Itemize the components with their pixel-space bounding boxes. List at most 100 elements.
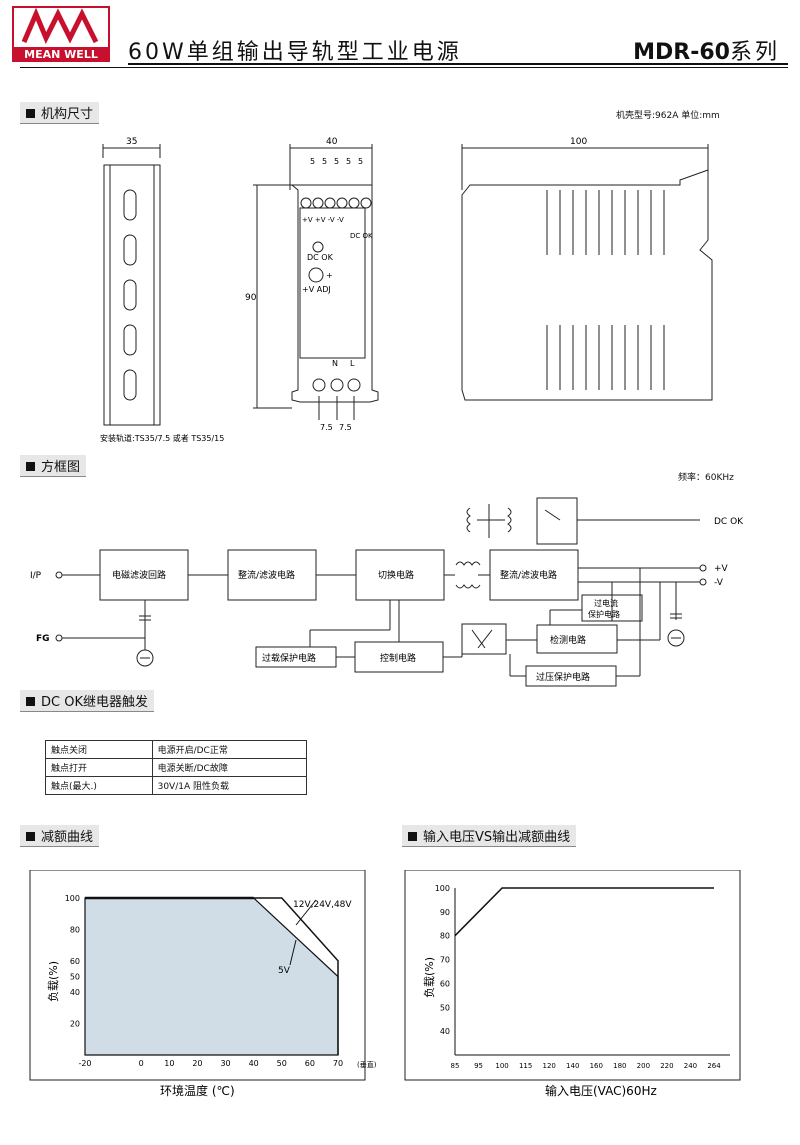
derating-ytick: 50: [70, 973, 80, 982]
control-block: 控制电路: [380, 652, 416, 664]
dim-5-d: 5: [346, 157, 351, 166]
derating-xtick: 60: [305, 1059, 315, 1068]
dim-90: 90: [245, 293, 257, 303]
dim-5-e: 5: [358, 157, 363, 166]
ip-label: I/P: [30, 571, 42, 581]
series-label-lo: 5V: [278, 966, 291, 976]
input-xtick: 220: [660, 1062, 673, 1070]
case-info: 机壳型号:962A 单位:mm: [616, 111, 720, 121]
table-cell: 触点关闭: [45, 740, 153, 759]
header-rule-thin: [20, 67, 788, 68]
vadj-label: +V ADJ: [302, 285, 331, 294]
input-ytick: 80: [440, 932, 450, 941]
input-ytick: 60: [440, 979, 450, 988]
input-xlabel: 输入电压(VAC)60Hz: [545, 1083, 657, 1098]
emi-filter-block: 电磁滤波回路: [112, 569, 166, 581]
dim-5-c: 5: [334, 157, 339, 166]
derating-ytick: 20: [70, 1020, 80, 1029]
derating-xtick: 50: [277, 1059, 287, 1068]
brand-name: MEAN WELL: [12, 47, 110, 62]
model-title: MDR-60系列: [633, 40, 780, 65]
vminus-label: -V: [714, 578, 724, 588]
derating-ytick: 100: [65, 894, 80, 903]
dim-7-5-a: 7.5: [320, 423, 333, 432]
dim-5-a: 5: [310, 157, 315, 166]
input-ytick: 90: [440, 908, 450, 917]
derating-xtick: 40: [249, 1059, 259, 1068]
dcok-led-label: DC OK: [307, 253, 334, 262]
label-leader-hi: [295, 899, 317, 926]
derating-ytick: 80: [70, 925, 80, 934]
ovp-block: 过压保护电路: [536, 671, 590, 683]
table-row: 触点(最大.)30V/1A 阻性负载: [45, 776, 308, 795]
table-cell: 触点打开: [45, 758, 153, 777]
input-xtick: 200: [637, 1062, 650, 1070]
rail-note: 安装轨道:TS35/7.5 或者 TS35/15: [100, 433, 224, 443]
dim-40: 40: [326, 137, 338, 147]
derating-xtick: -20: [78, 1059, 91, 1068]
dcok-relay-label: DC OK: [350, 232, 373, 240]
input-ytick: 70: [440, 956, 450, 965]
derating-xtick: 20: [192, 1059, 202, 1068]
adj-plus: +: [326, 271, 333, 280]
terminal-labels: +V +V -V -V: [302, 216, 344, 224]
input-xtick: 140: [566, 1062, 579, 1070]
input-xtick: 180: [613, 1062, 626, 1070]
block-diagram: I/P FG 电磁滤波回路 整流/滤波电路 切换电路 整流/滤波电路 控制电路 …: [30, 497, 744, 687]
derating-charts: 100 80 60 50 40 20 -20 0 10 20 30 40 50 60 70 100 90 80 7…: [29, 870, 741, 1098]
input-xtick: 85: [451, 1062, 460, 1070]
mechanical-drawing: 35 安装轨道:TS35/7.5 或者 TS35/15 40 90 5 5 5 …: [100, 137, 713, 443]
derating-ytick: 40: [70, 988, 80, 997]
vplus-label: +V: [714, 564, 729, 574]
dim-5-b: 5: [322, 157, 327, 166]
derating-ylabel: 负载(%): [46, 961, 60, 1002]
page-title: 60W单组输出导轨型工业电源: [128, 40, 462, 65]
label-leader-lo: [289, 939, 297, 966]
table-row: 触点关闭电源开启/DC正常: [45, 740, 308, 759]
section-relay: DC OK继电器触发: [20, 690, 154, 712]
section-derating: 减额曲线: [20, 825, 100, 847]
input-ytick: 50: [440, 1003, 450, 1012]
frequency-label: 频率：60KHz: [678, 473, 734, 483]
table-cell: 电源关断/DC故障: [151, 758, 308, 777]
input-ytick: 100: [435, 884, 450, 893]
l-label: L: [350, 359, 355, 368]
input-frame: [404, 870, 741, 1081]
mw-logo-mark: [21, 7, 99, 45]
ocp-label-2: 保护电路: [588, 609, 620, 619]
input-xtick: 160: [590, 1062, 603, 1070]
n-label: N: [332, 359, 338, 368]
derating-xtick: 10: [164, 1059, 174, 1068]
section-mech: 机构尺寸: [20, 102, 100, 124]
relay-table: 触点关闭电源开启/DC正常 触点打开电源关断/DC故障 触点(最大.)30V/1…: [45, 740, 308, 795]
dim-35: 35: [126, 137, 137, 147]
table-row: 触点打开电源关断/DC故障: [45, 758, 308, 777]
table-cell: 电源开启/DC正常: [151, 740, 308, 759]
section-input-curve: 输入电压VS输出减额曲线: [402, 825, 577, 847]
derating-xtick: 30: [220, 1059, 230, 1068]
derating-xtick: 0: [139, 1059, 144, 1068]
input-ylabel: 负载(%): [422, 957, 436, 998]
derating-frame: [29, 870, 366, 1081]
derating-area-5v: [84, 897, 339, 1056]
dim-100: 100: [570, 137, 587, 147]
detect-block: 检测电路: [550, 634, 586, 646]
derating-xtick: 70: [333, 1059, 343, 1068]
fg-label: FG: [36, 634, 50, 644]
input-xtick: 264: [707, 1062, 721, 1070]
input-xtick: 95: [474, 1062, 483, 1070]
rectifier-block-1: 整流/滤波电路: [238, 569, 295, 581]
derating-xunit: (垂直): [357, 1060, 377, 1069]
switching-block: 切换电路: [378, 569, 414, 581]
table-cell: 30V/1A 阻性负载: [151, 776, 308, 795]
series-label-hi: 12V,24V,48V: [293, 900, 352, 910]
input-xtick: 240: [684, 1062, 697, 1070]
input-xtick: 120: [542, 1062, 555, 1070]
olp-block: 过载保护电路: [262, 652, 316, 664]
input-xtick: 115: [519, 1062, 532, 1070]
header-rule: [128, 63, 788, 65]
dcok-output-label: DC OK: [714, 517, 744, 527]
section-block: 方框图: [20, 455, 87, 477]
table-cell: 触点(最大.): [45, 776, 153, 795]
rectifier-block-2: 整流/滤波电路: [500, 569, 557, 581]
